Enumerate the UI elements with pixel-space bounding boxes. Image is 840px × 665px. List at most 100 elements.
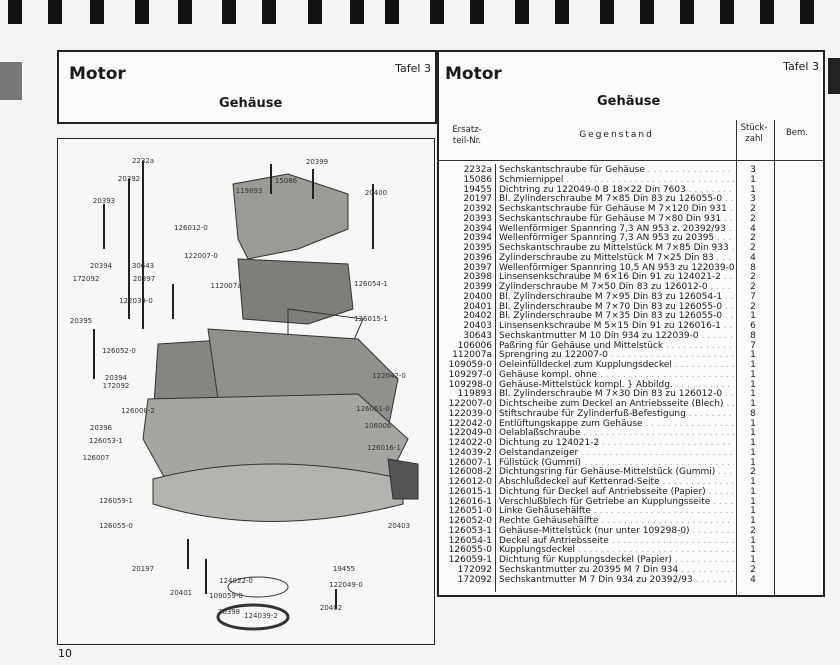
callout-label: 20403 (387, 522, 411, 530)
part-description: Linke Gehäusehälfte (499, 506, 734, 516)
part-quantity: 2 (750, 213, 756, 224)
binding-hole (8, 0, 22, 24)
callout-label: 30643 (131, 262, 155, 270)
part-quantity: 1 (750, 496, 756, 507)
part-quantity: 1 (750, 477, 756, 487)
part-quantity: 3 (750, 194, 756, 205)
binding-hole (178, 0, 192, 24)
callout-label: 172092 (72, 275, 100, 283)
binding-hole (680, 0, 694, 24)
section-title: Motor (69, 64, 126, 84)
header-divider (439, 160, 823, 161)
table-row: 122049-0Oelablaßschraube1 (439, 428, 823, 438)
part-number: 126052-0 (448, 516, 492, 526)
chain-side-cover (232, 173, 349, 260)
callout-label: 2232a (131, 157, 155, 165)
part-number: 20398 (463, 272, 492, 283)
part-description: Sechskantschraube für Gehäuse (499, 165, 734, 175)
part-description: Wellenförmiger Spannring 7,3 AN 953 zu 2… (499, 233, 734, 243)
binding-hole (720, 0, 734, 24)
part-description: Dichtung für Kupplungsdeckel (Papier) (499, 555, 734, 565)
part-number: 30643 (463, 330, 492, 341)
part-quantity: 2 (750, 233, 756, 244)
part-quantity: 1 (750, 555, 756, 565)
callout-label: 126055-0 (99, 522, 133, 530)
part-number: 126008-2 (448, 467, 492, 478)
binding-hole (515, 0, 529, 24)
part-number: 122039-0 (448, 408, 492, 419)
part-quantity: 8 (750, 262, 756, 273)
part-quantity: 8 (750, 408, 756, 419)
part-number: 126016-1 (448, 496, 492, 507)
binding-hole (135, 0, 149, 24)
part-quantity: 1 (750, 389, 756, 400)
part-description: Gehäuse-Mittelstück (nur unter 109298-0) (499, 526, 734, 536)
part-description: Bl. Zylinderschraube M 7×95 Din 83 zu 12… (499, 292, 734, 302)
part-number: 20394 (463, 233, 492, 244)
callout-label: 19455 (332, 565, 356, 573)
plate-number: Tafel 3 (783, 60, 819, 73)
callout-label: 20401 (169, 589, 193, 597)
part-description: Sechskantschraube für Gehäuse M 7×80 Din… (499, 214, 734, 224)
part-quantity: 1 (750, 399, 756, 409)
binding-hole (640, 0, 654, 24)
edge-tab-left (0, 62, 22, 100)
part-number: 20400 (463, 291, 492, 302)
part-quantity: 1 (750, 369, 756, 380)
callout-label: 126015-1 (354, 315, 388, 323)
part-quantity: 4 (750, 252, 756, 263)
callout-label: 15086 (274, 177, 298, 185)
table-row: 20394 Wellenförmiger Spannring 7,3 AN 953… (439, 233, 823, 243)
callout-label: 112007a (210, 282, 242, 290)
right-page-header: Motor Tafel 3 Gehäuse (437, 50, 825, 122)
gasket-clutch-side (387, 458, 419, 500)
col-header-remarks: Bem. (785, 128, 809, 138)
part-quantity: 1 (750, 516, 756, 526)
part-number: 20197 (463, 194, 492, 205)
column-divider (495, 164, 496, 592)
part-quantity: 2 (750, 525, 756, 536)
part-description: Dichtscheibe zum Deckel an Antriebsseite… (499, 399, 734, 409)
callout-label: 126059-1 (99, 497, 133, 505)
binding-hole (222, 0, 236, 24)
part-description: Sechskantmutter M 10 Din 934 zu 122039-0 (499, 331, 734, 341)
gasket-124022 (227, 576, 289, 598)
part-quantity: 1 (750, 447, 756, 458)
part-number: 126007-1 (448, 457, 492, 468)
part-quantity: 1 (750, 184, 756, 195)
callout-label: 122007-0 (184, 252, 218, 260)
left-page-header: Motor Tafel 3 Gehäuse (57, 50, 437, 124)
callout-label: 124022-0 (219, 577, 253, 585)
callout-label: 126052-0 (102, 347, 136, 355)
clutch-cover (152, 463, 404, 522)
part-number: 126051-0 (448, 506, 492, 517)
callout-label: 126054-1 (354, 280, 388, 288)
callout-label: 20396 (89, 424, 113, 432)
part-quantity: 8 (750, 330, 756, 341)
table-row: 15086Schmiernippel1 (439, 175, 823, 185)
part-description: Dichtung für Deckel auf Antriebsseite (P… (499, 487, 734, 497)
edge-tab-right (828, 58, 840, 94)
part-quantity: 1 (750, 428, 756, 439)
section-subtitle: Gehäuse (219, 96, 283, 111)
part-number: 20399 (463, 282, 492, 292)
callout-label: 124039-2 (244, 612, 278, 620)
binding-hole (48, 0, 62, 24)
part-number: 19455 (463, 184, 492, 195)
part-quantity: 2 (750, 467, 756, 478)
part-number: 126054-1 (448, 535, 492, 546)
column-divider (774, 120, 775, 595)
